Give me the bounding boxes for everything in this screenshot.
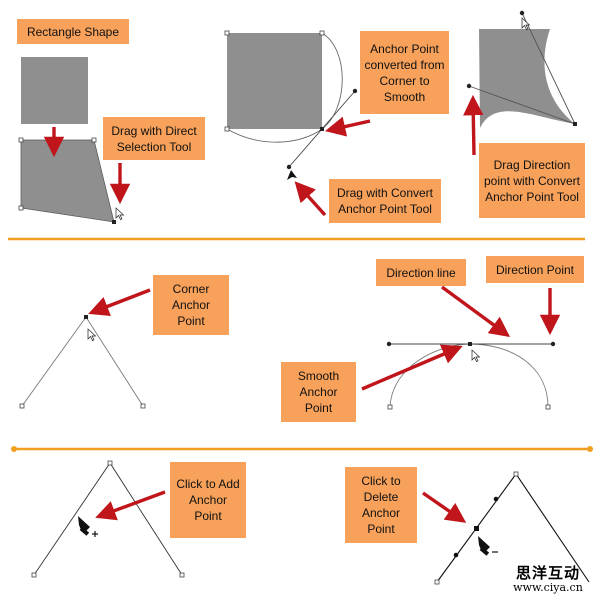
red-arrow — [88, 288, 151, 317]
direction-point — [519, 10, 525, 16]
watermark-chinese: 思洋互动 — [515, 564, 580, 582]
direction-point — [493, 496, 499, 502]
cursor-arrow-icon — [115, 207, 125, 220]
label-corner-anchor-point: Corner Anchor Point — [153, 275, 229, 335]
red-arrow — [463, 94, 484, 156]
red-arrow — [440, 285, 511, 338]
red-arrow — [294, 181, 327, 217]
label-smooth-anchor-point: Smooth Anchor Point — [281, 362, 356, 422]
convert-anchor-tool-icon — [287, 170, 297, 180]
direction-point — [453, 552, 459, 558]
add-anchor-path — [33, 462, 183, 576]
red-arrow — [95, 490, 166, 521]
cursor-arrow-icon — [471, 349, 481, 362]
rectangle-shape — [21, 57, 88, 124]
endpoint-anchor — [513, 471, 519, 477]
red-arrow — [422, 491, 467, 523]
direction-point — [352, 88, 358, 94]
endpoint-anchor — [387, 404, 393, 410]
direction-point — [286, 164, 292, 170]
direction-line — [521, 12, 576, 125]
watermark: 思洋互动 www.ciya.cn — [502, 565, 594, 594]
distorted-rectangle-shape — [21, 140, 114, 222]
endpoint-anchor — [31, 572, 37, 578]
corner-path — [21, 316, 144, 407]
corner-anchor-point — [84, 315, 88, 319]
endpoint-anchor — [140, 403, 146, 409]
label-click-add-anchor: Click to Add Anchor Point — [170, 462, 246, 538]
anchor-points — [224, 30, 325, 132]
endpoint-anchor — [19, 403, 25, 409]
endpoint-anchor — [434, 579, 440, 585]
label-rectangle-shape: Rectangle Shape — [17, 19, 129, 44]
label-drag-direct-selection: Drag with Direct Selection Tool — [103, 117, 205, 160]
cursor-arrow-icon — [521, 17, 531, 30]
direction-point — [466, 83, 472, 89]
endpoint-anchor — [179, 572, 185, 578]
square-shape — [227, 33, 322, 129]
endpoint-anchor — [545, 404, 551, 410]
curved-shape — [479, 29, 575, 128]
red-arrow — [325, 116, 371, 137]
direction-point — [550, 341, 556, 347]
divider-end-dot — [11, 446, 17, 452]
divider-end-dot — [587, 446, 593, 452]
anchor-points — [18, 137, 97, 211]
direction-point — [386, 341, 392, 347]
red-arrow — [361, 344, 463, 391]
watermark-url: www.ciya.cn — [513, 581, 583, 594]
selected-anchor-point — [112, 220, 116, 224]
delete-anchor-pen-icon — [478, 536, 498, 556]
smooth-anchor-point — [320, 127, 324, 131]
label-direction-point: Direction Point — [486, 256, 584, 283]
smooth-arc-path — [389, 343, 549, 408]
label-drag-convert-anchor: Drag with Convert Anchor Point Tool — [329, 179, 441, 223]
anchor-point — [474, 526, 479, 531]
label-direction-line: Direction line — [376, 259, 466, 286]
label-anchor-converted: Anchor Point converted from Corner to Sm… — [360, 31, 449, 114]
label-click-delete-anchor: Click to Delete Anchor Point — [345, 467, 417, 543]
cursor-arrow-icon — [87, 328, 97, 341]
smooth-anchor-point — [468, 342, 472, 346]
anchor-point — [573, 122, 577, 126]
endpoint-anchor — [107, 460, 113, 466]
red-arrows — [43, 94, 561, 523]
add-anchor-pen-icon — [78, 516, 98, 537]
label-drag-direction-point: Drag Direction point with Convert Anchor… — [479, 143, 585, 218]
direction-line — [468, 85, 576, 125]
